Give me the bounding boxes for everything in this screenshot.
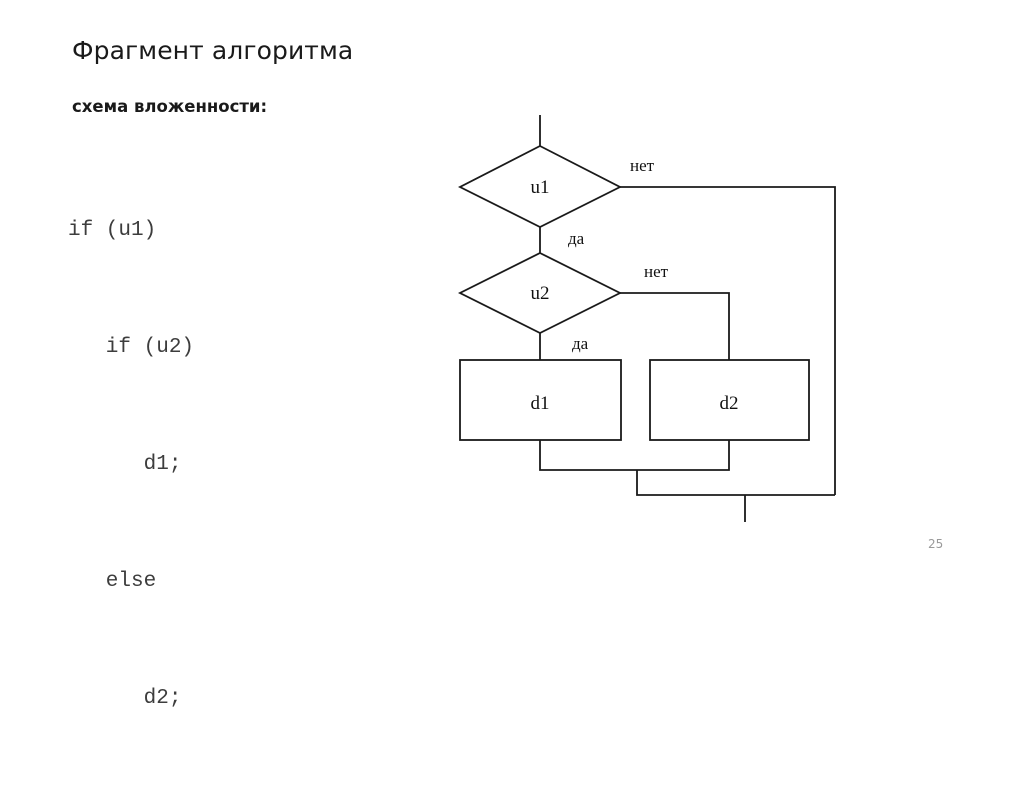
edge-label-u1-no: нет <box>630 156 655 175</box>
flowchart-diagram: u1 нет да u2 нет да d1 d2 <box>457 115 836 522</box>
slide-canvas: Фрагмент алгоритма схема вложенности: if… <box>68 36 944 710</box>
edge-merge-to-rail <box>636 470 835 496</box>
edge-merge-d1-d2 <box>539 440 730 471</box>
edge-u1-no <box>620 186 836 495</box>
code-line-3: d1; <box>68 453 182 476</box>
page-number: 25 <box>928 537 944 551</box>
edge-label-u2-no: нет <box>644 262 669 281</box>
slide-subtitle: схема вложенности: <box>72 97 268 116</box>
code-line-2: if (u2) <box>68 336 195 359</box>
process-node-d1-label: d1 <box>531 393 550 414</box>
page-title: Фрагмент алгоритма <box>72 36 354 65</box>
decision-node-u2-label: u2 <box>531 283 550 304</box>
process-node-d2-label: d2 <box>720 393 739 414</box>
decision-node-u1-label: u1 <box>531 177 550 198</box>
process-node-d1 <box>459 359 622 441</box>
code-line-1: if (u1) <box>68 219 157 242</box>
code-line-5: d2; <box>68 687 182 710</box>
edge-u2-no <box>620 292 730 360</box>
process-node-d2 <box>649 359 810 441</box>
edge-label-u2-yes: да <box>572 334 589 353</box>
edge-label-u1-yes: да <box>568 229 585 248</box>
